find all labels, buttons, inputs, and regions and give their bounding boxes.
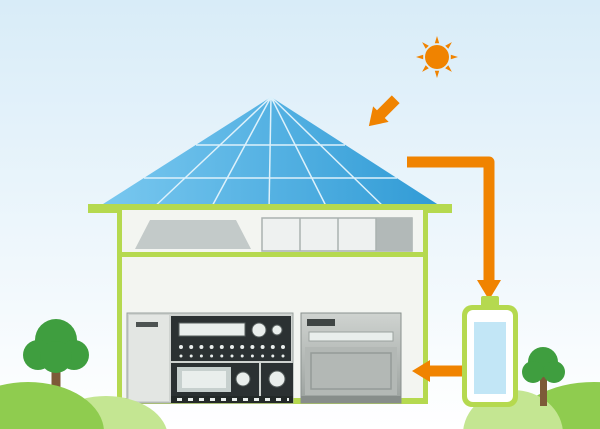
dishwasher-kickplate [301, 396, 401, 403]
frame-right [423, 210, 428, 404]
dishwasher [300, 312, 402, 404]
side-panel-dial [268, 370, 286, 388]
tree-foliage [40, 341, 72, 373]
battery-charge-window [474, 322, 506, 394]
microwave-dial [235, 371, 251, 387]
tree-foliage [543, 361, 565, 383]
bush-left-green [0, 382, 104, 429]
sun-icon [416, 36, 458, 78]
elbow-arrow-down-icon [407, 156, 495, 281]
cabinet-door [129, 315, 169, 401]
sun-core [425, 45, 449, 69]
window-pane-dark [376, 218, 412, 251]
window-dividers [299, 218, 377, 251]
dishwasher-handle [307, 319, 335, 326]
sun-rays [416, 36, 458, 78]
roof-grid-row-lines [144, 144, 397, 179]
range-hood-awning [135, 220, 251, 249]
tree-right [522, 347, 565, 406]
cabinet-handle [136, 322, 158, 327]
dishwasher-door-inset [310, 352, 392, 390]
kitchen-appliance-left [126, 312, 294, 404]
arrow-down-left-icon [368, 95, 400, 127]
roof-to-battery-arrow [407, 156, 501, 300]
control-knob-large [251, 322, 267, 338]
tree-trunk [540, 376, 547, 406]
battery-cap [481, 296, 499, 307]
control-knob-small [271, 324, 283, 336]
tree-trunk [51, 362, 61, 406]
control-display [178, 322, 246, 337]
tree-foliage [522, 361, 544, 383]
roof-eave [88, 204, 452, 213]
tree-left [23, 319, 89, 406]
roof-grid-fan-lines [150, 96, 388, 211]
battery-to-house-arrow [412, 360, 462, 382]
dishwasher-door [305, 347, 397, 395]
dishwasher-vent-slot [308, 331, 394, 342]
solar-panel-roof [88, 96, 452, 213]
elbow-arrow-head [477, 280, 501, 300]
house [117, 210, 428, 404]
floor-divider [117, 252, 428, 257]
frame-left [117, 210, 122, 404]
sunlight-arrow-icon [368, 95, 400, 127]
greenery [0, 319, 600, 429]
battery-icon [462, 296, 518, 407]
microwave-window [182, 371, 226, 388]
upper-floor-windows [135, 217, 413, 252]
